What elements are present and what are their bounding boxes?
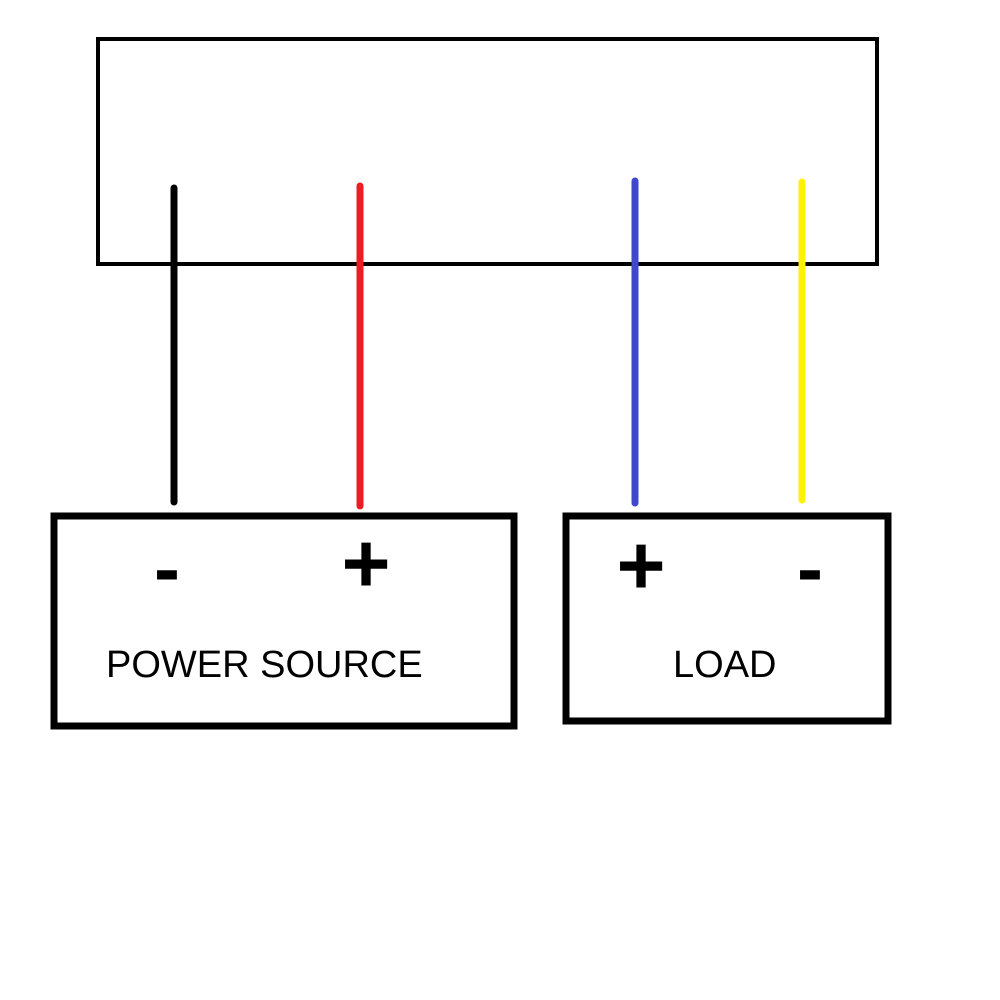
power-source-positive-sign: + [341, 516, 391, 610]
load-positive-sign: + [616, 518, 666, 612]
power-source-label: POWER SOURCE [106, 644, 423, 686]
load-negative-sign: - [797, 524, 823, 612]
power-source-box [50, 512, 518, 730]
power-source-negative-sign: - [154, 524, 180, 612]
load-label: LOAD [673, 644, 777, 686]
load-box [562, 512, 892, 725]
top-component-box [96, 37, 879, 266]
